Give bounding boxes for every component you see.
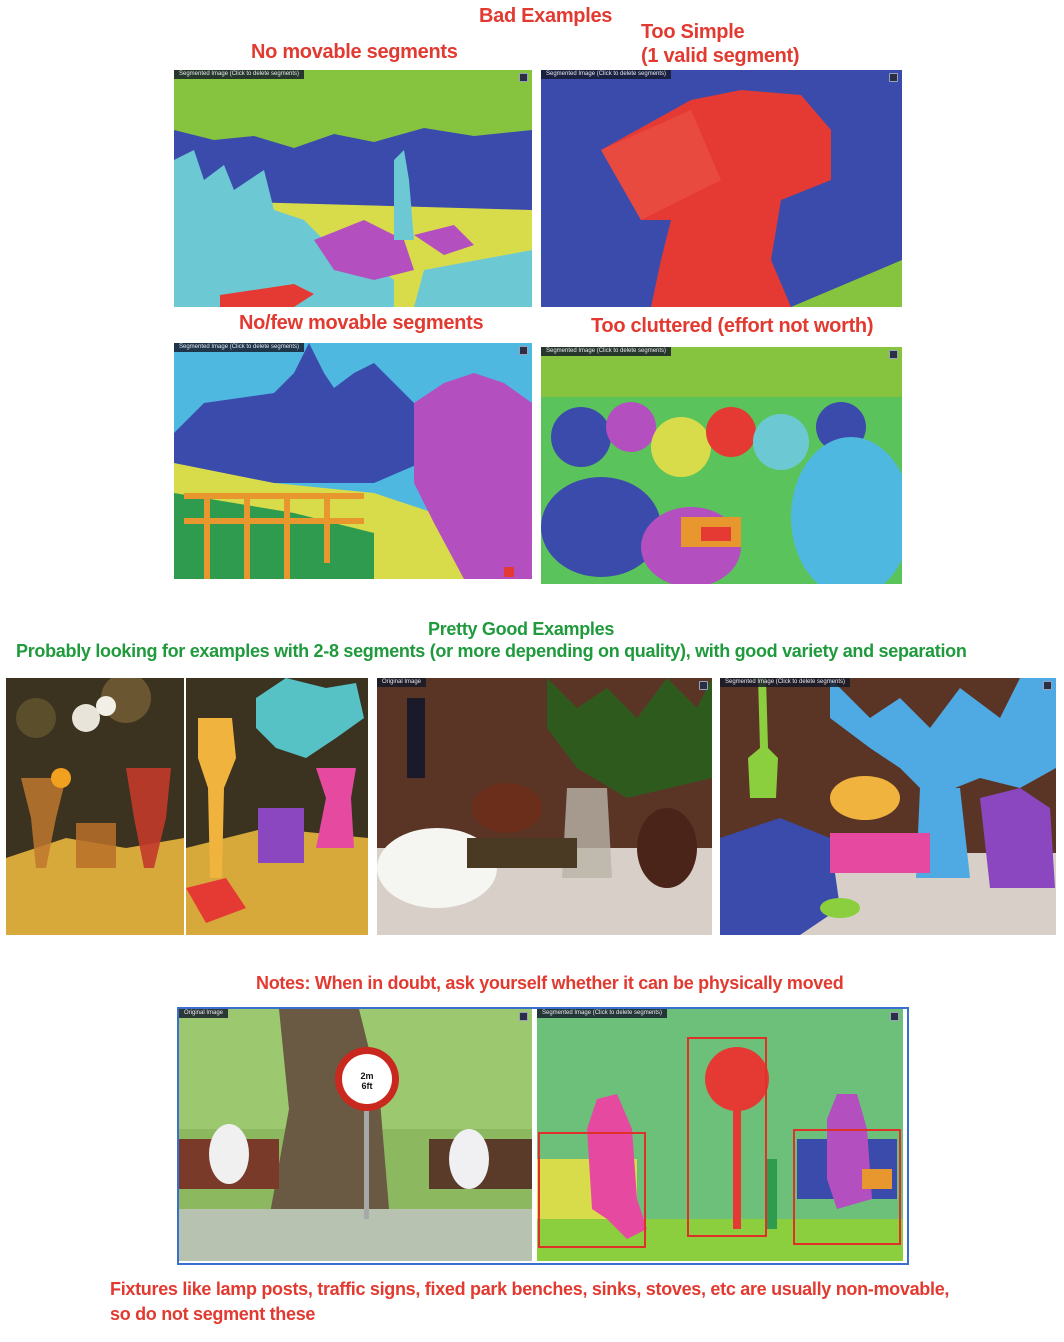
room-segmentation bbox=[541, 347, 902, 584]
segmented-panel-landscape[interactable]: Segmented Image (Click to delete segment… bbox=[174, 70, 532, 307]
segmented-panel-church[interactable]: Segmented Image (Click to delete segment… bbox=[174, 343, 532, 579]
drinks-segmentation bbox=[186, 678, 368, 935]
camera-segmentation bbox=[541, 70, 902, 307]
church-segmentation bbox=[174, 343, 532, 579]
park-example-frame bbox=[177, 1007, 909, 1265]
park-photo bbox=[179, 1009, 532, 1261]
panel-caption: Segmented Image (Click to delete segment… bbox=[541, 70, 672, 79]
landscape-segmentation bbox=[174, 70, 532, 307]
distance-sign-text: 2m 6ft bbox=[352, 1071, 382, 1091]
segmented-panel-room[interactable]: Segmented Image (Click to delete segment… bbox=[541, 347, 902, 584]
bad-examples-title: Bad Examples bbox=[479, 5, 613, 27]
tea-photo bbox=[377, 678, 712, 935]
too-simple-sublabel: (1 valid segment) bbox=[641, 45, 800, 67]
fixtures-note-line-1: Fixtures like lamp posts, traffic signs,… bbox=[110, 1279, 950, 1299]
expand-icon[interactable] bbox=[889, 350, 898, 359]
expand-icon[interactable] bbox=[519, 73, 528, 82]
few-movable-label: No/few movable segments bbox=[239, 312, 484, 334]
tea-segmentation bbox=[720, 678, 1056, 935]
park-segmentation bbox=[537, 1009, 903, 1261]
expand-icon[interactable] bbox=[519, 1012, 528, 1021]
no-movable-label: No movable segments bbox=[251, 41, 458, 63]
panel-caption: Segmented Image (Click to delete segment… bbox=[541, 347, 672, 356]
panel-caption: Segmented Image (Click to delete segment… bbox=[174, 70, 305, 79]
expand-icon[interactable] bbox=[890, 1012, 899, 1021]
expand-icon[interactable] bbox=[699, 681, 708, 690]
drinks-photo bbox=[6, 678, 184, 935]
notes-title: Notes: When in doubt, ask yourself wheth… bbox=[256, 973, 844, 993]
tea-segmented-image[interactable]: Segmented Image (Click to delete segment… bbox=[720, 678, 1056, 935]
expand-icon[interactable] bbox=[1043, 681, 1052, 690]
panel-caption: Segmented Image (Click to delete segment… bbox=[174, 343, 305, 352]
panel-caption: Original Image bbox=[179, 1009, 229, 1018]
park-original-image[interactable]: 2m 6ft Original Image bbox=[179, 1009, 532, 1261]
sign-line-2: 6ft bbox=[361, 1081, 373, 1091]
tea-original-image[interactable]: Original Image bbox=[377, 678, 712, 935]
expand-icon[interactable] bbox=[889, 73, 898, 82]
fixtures-note-line-2: so do not segment these bbox=[110, 1304, 316, 1324]
expand-icon[interactable] bbox=[519, 346, 528, 355]
park-segmented-image[interactable]: Segmented Image (Click to delete segment… bbox=[537, 1009, 903, 1261]
drinks-original-image[interactable] bbox=[6, 678, 184, 935]
highlight-box-bench-right bbox=[793, 1129, 901, 1245]
highlight-box-sign bbox=[687, 1037, 767, 1237]
too-simple-label: Too Simple bbox=[641, 21, 745, 43]
panel-caption: Segmented Image (Click to delete segment… bbox=[537, 1009, 668, 1018]
sign-line-1: 2m bbox=[360, 1071, 374, 1081]
panel-caption: Original Image bbox=[377, 678, 427, 687]
segmented-panel-camera[interactable]: Segmented Image (Click to delete segment… bbox=[541, 70, 902, 307]
drinks-segmented-image[interactable] bbox=[186, 678, 368, 935]
highlight-box-bench-left bbox=[538, 1132, 646, 1248]
good-examples-subtitle: Probably looking for examples with 2-8 s… bbox=[16, 641, 967, 661]
panel-caption: Segmented Image (Click to delete segment… bbox=[720, 678, 851, 687]
good-examples-title: Pretty Good Examples bbox=[428, 619, 615, 639]
cluttered-label: Too cluttered (effort not worth) bbox=[591, 315, 874, 337]
